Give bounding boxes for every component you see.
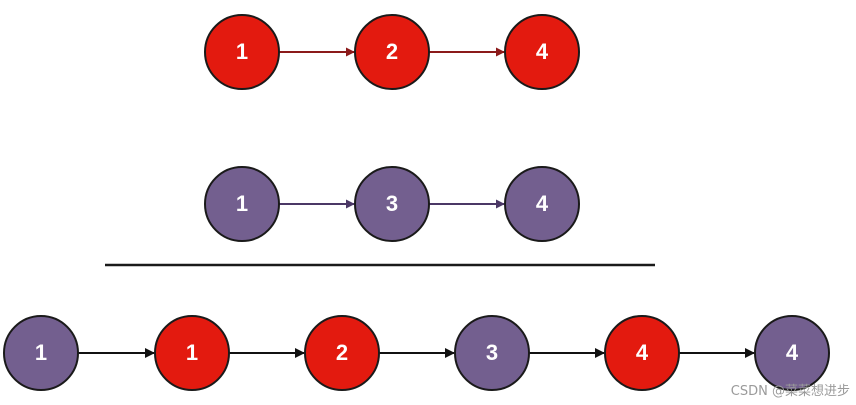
merged-list-node: 2 (304, 315, 380, 391)
node-value: 1 (236, 39, 248, 64)
list-a: 1 2 4 (204, 14, 580, 90)
node-value: 4 (536, 39, 549, 64)
node-circle (454, 315, 530, 391)
node-circle (204, 166, 280, 242)
list-b-node: 3 (354, 166, 430, 242)
merged-list: 1 1 2 3 4 4 (3, 315, 830, 391)
node-circle (504, 166, 580, 242)
node-circle (604, 315, 680, 391)
node-value: 4 (636, 340, 649, 365)
list-a-node: 4 (504, 14, 580, 90)
node-value: 1 (35, 340, 47, 365)
list-b-node: 4 (504, 166, 580, 242)
merged-list-node: 4 (604, 315, 680, 391)
node-circle (354, 14, 430, 90)
list-a-node: 1 (204, 14, 280, 90)
node-circle (154, 315, 230, 391)
node-value: 2 (386, 39, 398, 64)
node-value: 3 (486, 340, 498, 365)
node-circle (3, 315, 79, 391)
node-circle (754, 315, 830, 391)
list-a-node: 2 (354, 14, 430, 90)
merged-list-node: 1 (154, 315, 230, 391)
merged-list-node: 1 (3, 315, 79, 391)
list-b: 1 3 4 (204, 166, 580, 242)
watermark-text: CSDN @菜菜想进步 (730, 384, 850, 399)
list-b-node: 1 (204, 166, 280, 242)
node-value: 4 (786, 340, 799, 365)
node-value: 3 (386, 191, 398, 216)
node-value: 4 (536, 191, 549, 216)
node-value: 2 (336, 340, 348, 365)
node-circle (204, 14, 280, 90)
node-value: 1 (186, 340, 198, 365)
node-circle (304, 315, 380, 391)
node-circle (504, 14, 580, 90)
node-value: 1 (236, 191, 248, 216)
node-circle (354, 166, 430, 242)
merged-list-node: 3 (454, 315, 530, 391)
merged-list-node: 4 (754, 315, 830, 391)
